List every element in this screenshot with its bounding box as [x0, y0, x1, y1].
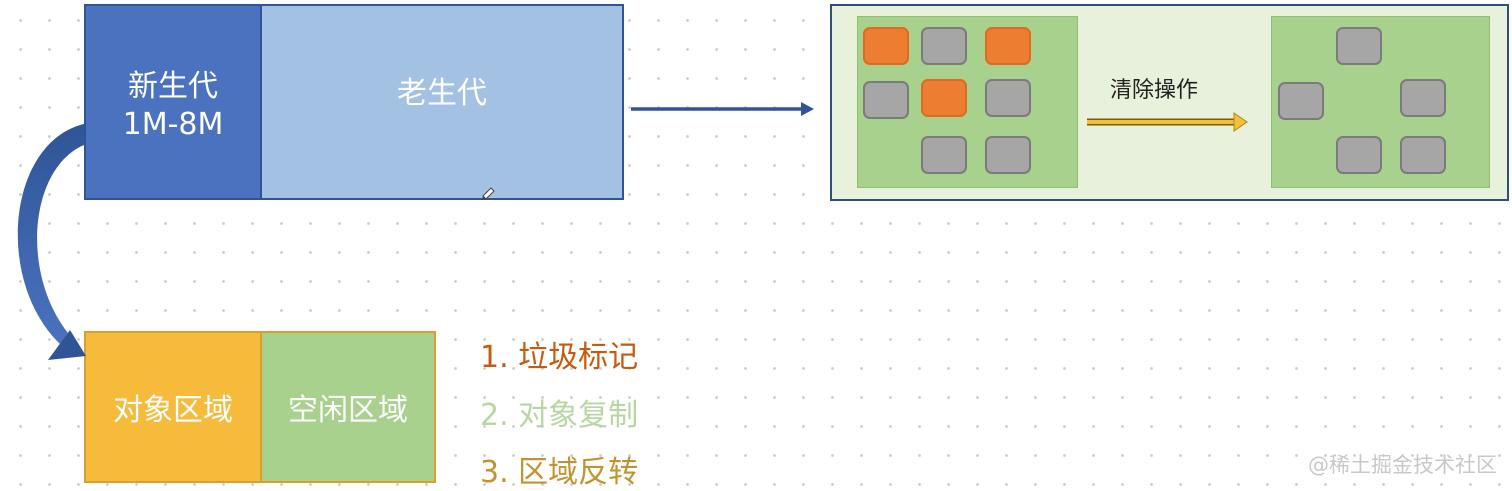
remaining-object-block	[1336, 136, 1382, 174]
step-garbage-marking: 1. 垃圾标记	[480, 340, 639, 375]
dead-object-block	[921, 136, 967, 174]
live-object-block	[985, 27, 1031, 65]
cleanup-arrow-icon	[1087, 112, 1248, 132]
arrow-right-icon	[631, 102, 814, 116]
young-generation-box: 新生代 1M-8M	[84, 4, 262, 200]
remaining-object-block	[1400, 79, 1446, 117]
old-generation-box: 老生代	[260, 4, 624, 200]
free-area-label: 空闲区域	[288, 393, 408, 428]
watermark: @稀土掘金技术社区	[1308, 453, 1497, 477]
live-object-block	[863, 27, 909, 65]
remaining-object-block	[1400, 136, 1446, 174]
pen-cursor-icon	[482, 187, 495, 200]
step-object-copy: 2. 对象复制	[480, 398, 639, 433]
dead-object-block	[863, 81, 909, 119]
remaining-object-block	[1336, 27, 1382, 65]
curved-arrow-icon	[17, 124, 86, 360]
free-area-box: 空闲区域	[260, 331, 436, 483]
young-generation-size: 1M-8M	[122, 107, 224, 142]
dead-object-block	[985, 79, 1031, 117]
remaining-object-block	[1278, 82, 1324, 120]
object-area-label: 对象区域	[113, 393, 233, 428]
old-generation-title: 老生代	[397, 76, 487, 111]
step-area-flip: 3. 区域反转	[480, 455, 639, 490]
young-generation-title: 新生代	[128, 69, 218, 104]
cleanup-operation-label: 清除操作	[1110, 78, 1199, 103]
dead-object-block	[985, 136, 1031, 174]
object-area-box: 对象区域	[84, 331, 262, 483]
dead-object-block	[921, 27, 967, 65]
live-object-block	[921, 79, 967, 117]
